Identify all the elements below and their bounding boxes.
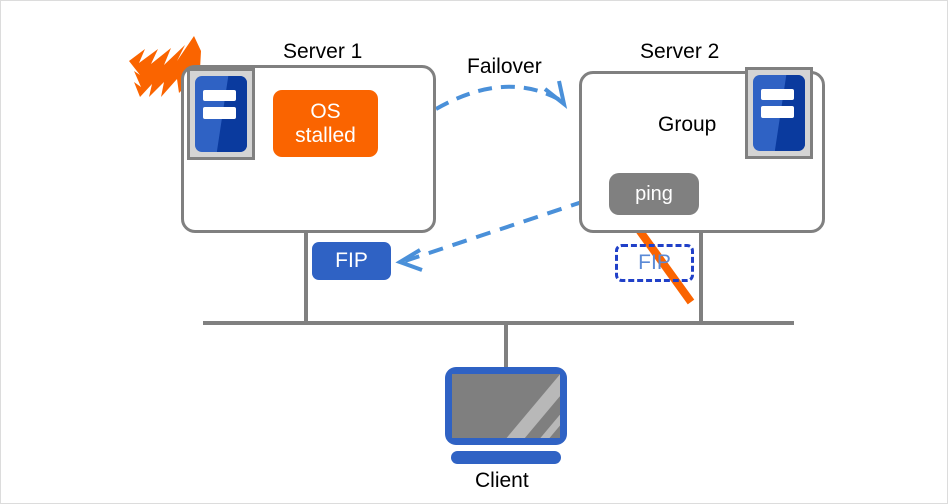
failover-label: Failover	[467, 55, 542, 78]
server1-rack-icon	[187, 68, 255, 160]
failover-arrow	[435, 80, 568, 111]
rack-bar-top	[203, 89, 236, 102]
server2-rack-icon	[745, 67, 813, 159]
rack-bar-bottom	[203, 107, 236, 119]
rack-bar-top	[761, 88, 794, 101]
fip-active-chip[interactable]: FIP	[312, 242, 391, 280]
server1-title: Server 1	[283, 40, 363, 63]
rack-body	[753, 75, 805, 151]
client-base	[451, 451, 561, 464]
client-label: Client	[475, 469, 529, 492]
os-stalled-chip: OS stalled	[273, 90, 378, 157]
client-icon[interactable]	[445, 367, 567, 467]
os-stalled-line1: OS	[310, 99, 341, 123]
group-label: Group	[658, 113, 717, 136]
rack-body	[195, 76, 247, 152]
client-screen-surface	[452, 374, 560, 438]
os-stalled-line2: stalled	[295, 123, 356, 147]
fip-inactive-chip[interactable]: FIP	[615, 244, 694, 282]
client-screen-bezel	[445, 367, 567, 445]
rack-bar-bottom	[761, 106, 794, 118]
ping-chip: ping	[609, 173, 699, 215]
server2-title: Server 2	[640, 40, 720, 63]
